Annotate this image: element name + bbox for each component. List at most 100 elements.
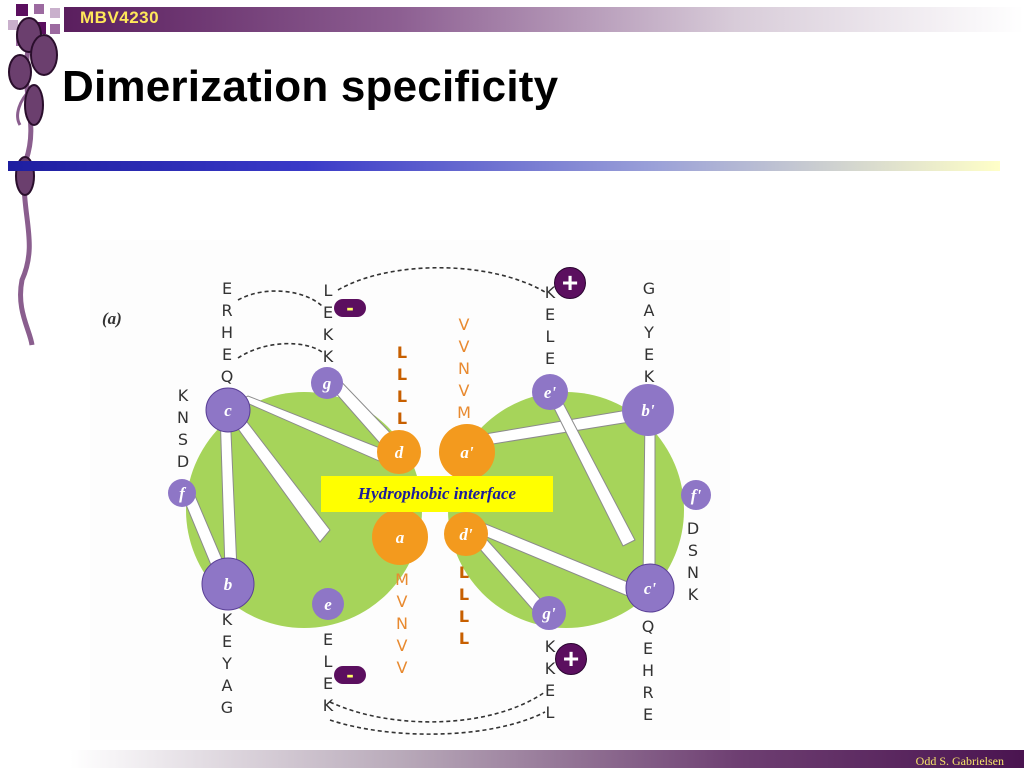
svg-text:N: N: [177, 408, 189, 427]
position-node-a: [372, 509, 428, 565]
svg-text:E: E: [222, 345, 232, 364]
svg-text:E: E: [222, 279, 232, 298]
svg-text:d': d': [459, 525, 473, 544]
left-residues-e-lower: E L E K: [323, 630, 334, 715]
svg-text:G: G: [643, 279, 655, 298]
svg-text:V: V: [397, 658, 408, 677]
svg-text:L: L: [324, 652, 333, 671]
svg-text:L: L: [397, 365, 407, 384]
position-node-f: [168, 479, 196, 507]
svg-text:K: K: [545, 283, 556, 302]
title-underline: [8, 161, 1000, 171]
hydrophobic-interface-label: Hydrophobic interface: [321, 476, 553, 512]
position-node-c-prime: [625, 563, 675, 613]
svg-text:b': b': [641, 401, 655, 420]
svg-text:S: S: [178, 430, 188, 449]
svg-text:A: A: [222, 676, 233, 695]
svg-text:G: G: [221, 698, 233, 717]
interaction-arcs: [237, 267, 546, 735]
svg-text:L: L: [546, 327, 555, 346]
left-residues-e: E R H E Q: [221, 279, 234, 386]
svg-text:f: f: [179, 484, 187, 503]
position-node-e: [312, 588, 344, 620]
right-residues-f: D S N K: [687, 519, 699, 604]
svg-text:M: M: [457, 403, 471, 422]
svg-text:K: K: [323, 696, 334, 715]
svg-text:b: b: [224, 575, 233, 594]
charge-minus-bottom: -: [334, 664, 366, 686]
svg-text:K: K: [688, 585, 699, 604]
svg-text:A: A: [644, 301, 655, 320]
svg-text:e': e': [544, 383, 557, 402]
svg-text:H: H: [642, 661, 654, 680]
svg-text:L: L: [459, 585, 469, 604]
svg-text:M: M: [395, 570, 409, 589]
right-residues-d: L L L L: [459, 563, 469, 648]
left-residues-g: L E K K: [323, 281, 334, 366]
svg-text:E: E: [644, 345, 654, 364]
svg-text:N: N: [396, 614, 408, 633]
svg-text:H: H: [221, 323, 233, 342]
position-node-d-prime: [444, 512, 488, 556]
svg-text:E: E: [643, 705, 653, 724]
svg-text:K: K: [644, 367, 655, 386]
svg-text:L: L: [397, 387, 407, 406]
svg-text:K: K: [545, 637, 556, 656]
svg-text:E: E: [545, 681, 555, 700]
svg-text:c: c: [224, 401, 232, 420]
footer-bar: [70, 750, 1024, 768]
left-wheel-positions: c g f d a b e: [168, 367, 428, 620]
helical-wheel-diagram: (a) c g f d a b: [90, 240, 730, 740]
position-node-b: [201, 557, 255, 611]
course-code: MBV4230: [80, 8, 160, 27]
svg-text:g': g': [541, 604, 556, 623]
panel-label: (a): [102, 309, 122, 328]
svg-text:L: L: [324, 281, 333, 300]
svg-text:K: K: [323, 347, 334, 366]
left-wheel-connectors: [179, 369, 401, 583]
svg-text:E: E: [222, 632, 232, 651]
svg-text:c': c': [644, 579, 657, 598]
svg-text:a': a': [460, 443, 474, 462]
svg-text:D: D: [177, 452, 189, 471]
svg-text:f': f': [691, 486, 702, 505]
svg-text:e: e: [324, 595, 332, 614]
position-node-c: [205, 387, 251, 433]
svg-text:S: S: [688, 541, 698, 560]
charge-minus-top: -: [334, 297, 366, 319]
svg-text:V: V: [459, 315, 470, 334]
svg-text:D: D: [687, 519, 699, 538]
svg-text:E: E: [545, 349, 555, 368]
svg-text:a: a: [396, 528, 405, 547]
svg-text:K: K: [323, 325, 334, 344]
svg-text:L: L: [397, 343, 407, 362]
position-node-d: [377, 430, 421, 474]
svg-text:N: N: [458, 359, 470, 378]
svg-text:Q: Q: [642, 617, 655, 636]
right-wheel-positions: e' b' a' f' d' g' c': [439, 374, 711, 630]
decorative-vine: [8, 4, 60, 346]
svg-text:E: E: [323, 674, 333, 693]
slide-title: Dimerization specificity: [62, 62, 559, 111]
svg-text:Q: Q: [221, 367, 234, 386]
left-residues-d: L L L L: [397, 343, 407, 428]
svg-text:E: E: [643, 639, 653, 658]
svg-text:E: E: [323, 630, 333, 649]
svg-text:R: R: [221, 301, 232, 320]
footer-author: Odd S. Gabrielsen: [915, 754, 1004, 768]
svg-text:L: L: [459, 563, 469, 582]
svg-text:V: V: [459, 337, 470, 356]
svg-text:R: R: [642, 683, 653, 702]
svg-text:Y: Y: [221, 654, 232, 673]
right-residues-b: G A Y E K: [643, 279, 655, 386]
svg-text:E: E: [545, 305, 555, 324]
svg-text:L: L: [546, 703, 555, 722]
left-residues-b: K E Y A G: [221, 610, 233, 717]
right-residues-e: K E L E: [545, 283, 556, 368]
right-residues-c: Q E H R E: [642, 617, 655, 724]
svg-text:N: N: [687, 563, 699, 582]
svg-text:Y: Y: [643, 323, 654, 342]
left-residues-a: M V N V V: [395, 570, 409, 677]
svg-text:V: V: [397, 636, 408, 655]
position-node-b-prime: [622, 384, 674, 436]
